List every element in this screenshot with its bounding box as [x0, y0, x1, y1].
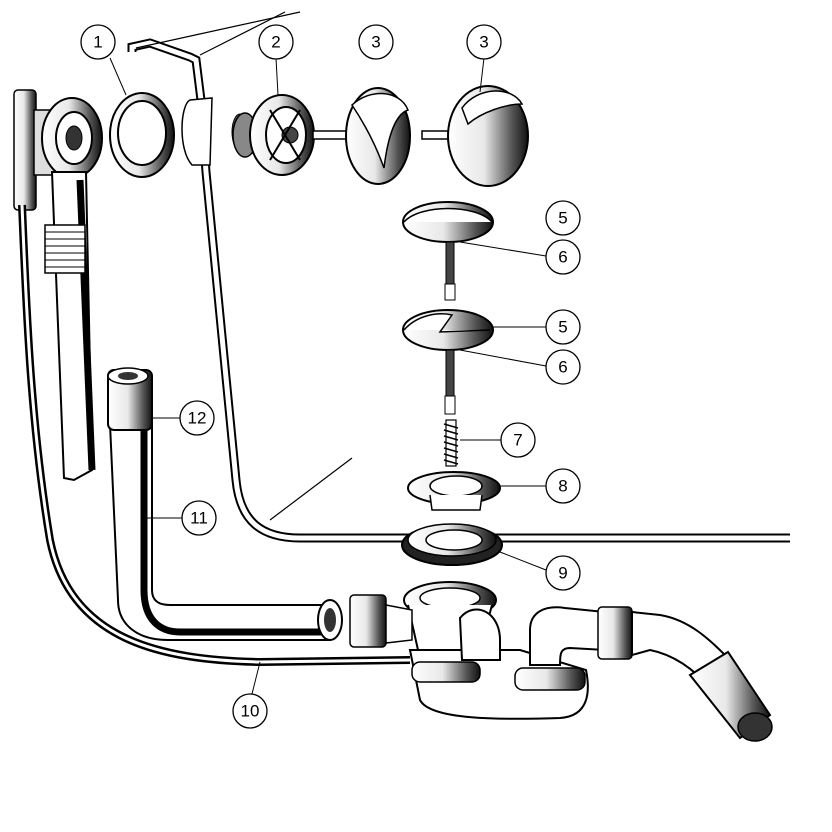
- callout-10-circle: [232, 693, 268, 729]
- callout-6b-circle: [545, 349, 581, 385]
- overflow-outlet-body: [13, 89, 411, 667]
- leader-10: [251, 661, 261, 695]
- leader-9: [499, 551, 547, 571]
- callout-9-circle: [545, 555, 581, 591]
- callout-6a-circle: [545, 239, 581, 275]
- part-1-overflow-gasket: [109, 92, 175, 178]
- callout-9: 9: [558, 564, 567, 583]
- callout-5a-circle: [545, 200, 581, 236]
- waste-trap-assembly: [403, 581, 773, 742]
- callout-3b: 3: [479, 33, 488, 52]
- part-5-plug-cap-a: [402, 201, 494, 243]
- leader-1: [109, 57, 127, 96]
- callout-5b-circle: [545, 309, 581, 345]
- leader-6a: [459, 241, 547, 257]
- overflow-hose: [44, 171, 96, 482]
- part-12-union-sleeve: [107, 367, 153, 431]
- part-6-plug-rod-a: [444, 241, 456, 301]
- part-6-plug-rod-b: [444, 349, 456, 415]
- callout-8: 8: [558, 477, 567, 496]
- callout-11: 11: [190, 509, 208, 528]
- part-3-overflow-handle-a: [312, 87, 411, 185]
- callout-2: 2: [271, 33, 280, 52]
- callout-2-circle: [258, 24, 294, 60]
- callout-1-circle: [80, 24, 116, 60]
- part-9-drain-gasket: [401, 523, 503, 566]
- callout-7: 7: [513, 431, 522, 450]
- leader-3b: [479, 57, 485, 93]
- callout-7-circle: [500, 422, 536, 458]
- part-11-connecting-pipe: [106, 379, 413, 648]
- callout-5b: 5: [558, 318, 567, 337]
- callout-3a: 3: [371, 33, 380, 52]
- callouts: 1 2 3 3 5 6 5 6 7 8: [80, 24, 581, 729]
- callout-8-circle: [545, 468, 581, 504]
- callout-3a-circle: [358, 24, 394, 60]
- callout-12: 12: [188, 409, 207, 428]
- part-2-overflow-mechanism: [232, 94, 315, 176]
- part-3-overflow-handle-b: [421, 85, 529, 187]
- bathtub-shell: [127, 11, 790, 543]
- leader-6b: [459, 349, 547, 367]
- part-5-plug-cap-b: [402, 309, 494, 351]
- callout-10: 10: [241, 702, 260, 721]
- callout-6b: 6: [558, 358, 567, 377]
- leader-2: [275, 57, 279, 96]
- callout-12-circle: [179, 400, 215, 436]
- callout-6a: 6: [558, 248, 567, 267]
- part-8-drain-flange: [407, 471, 501, 511]
- callout-11-circle: [181, 500, 217, 536]
- part-7-threaded-bolt: [443, 419, 459, 467]
- callout-3b-circle: [466, 24, 502, 60]
- callout-5a: 5: [558, 209, 567, 228]
- callout-1: 1: [93, 33, 102, 52]
